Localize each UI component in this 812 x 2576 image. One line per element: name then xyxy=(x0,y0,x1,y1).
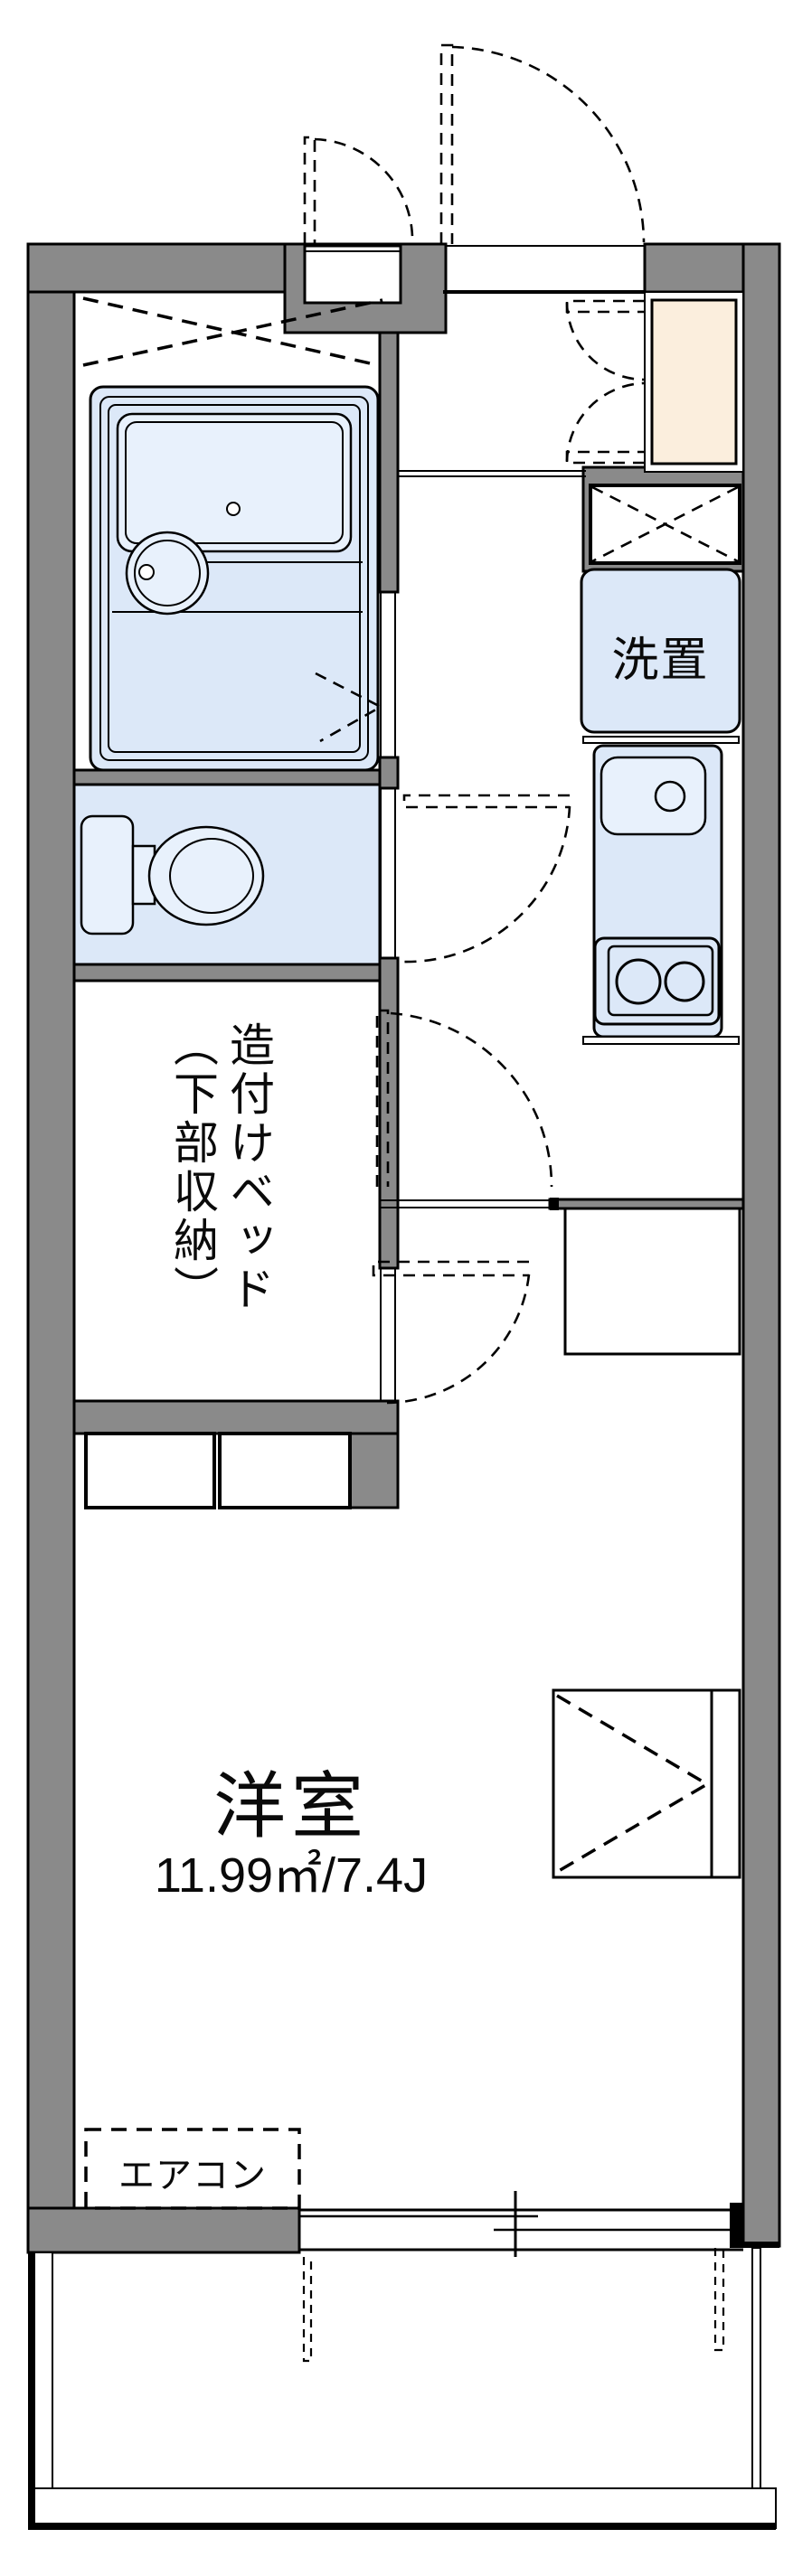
burner-left xyxy=(615,958,662,1005)
sliding-window xyxy=(298,2191,779,2257)
meter-box-door xyxy=(303,136,414,245)
bathroom xyxy=(82,296,396,772)
balcony-marker-left xyxy=(302,2257,313,2363)
shoe-cabinet xyxy=(565,291,744,473)
sink-drain xyxy=(654,780,686,813)
toilet-door xyxy=(400,794,571,964)
balcony-marker-right xyxy=(713,2248,725,2352)
overhead-cabinet xyxy=(82,296,383,367)
burner-right xyxy=(664,961,705,1002)
kitchen-unit xyxy=(582,736,740,1045)
refrigerator-space xyxy=(563,1207,741,1356)
toilet-bowl xyxy=(147,825,265,926)
bed-room-door xyxy=(372,1260,531,1405)
bathtub xyxy=(116,412,353,553)
stove xyxy=(593,936,721,1026)
built-in-bed-label: 造付けベッド （下部収納） xyxy=(154,1021,277,1419)
toilet-room xyxy=(72,783,396,966)
built-in-bed-label-line2: （下部収納） xyxy=(167,1021,218,1314)
entrance-storage xyxy=(589,484,741,565)
balcony xyxy=(28,2247,777,2530)
toilet-tank xyxy=(80,814,135,935)
wall-opening-box xyxy=(552,1688,741,1879)
washing-machine-space xyxy=(580,568,741,734)
main-room-name: 洋室 xyxy=(213,1766,369,1847)
hallway-room-door xyxy=(375,1009,553,1208)
air-conditioner-box xyxy=(84,2128,301,2210)
tub-drain xyxy=(226,502,241,516)
air-conditioner-label: エアコン xyxy=(118,2156,267,2195)
bath-folding-door xyxy=(315,672,383,743)
meter-box-recess xyxy=(303,244,402,305)
kitchen-sink xyxy=(600,756,707,836)
under-bed-storage-boxes xyxy=(84,1432,352,1509)
built-in-bed-label-line1: 造付けベッド xyxy=(223,1021,274,1314)
wash-basin xyxy=(125,531,210,616)
washing-machine-label: 洗置 xyxy=(611,635,710,687)
entrance-door xyxy=(439,43,646,294)
genkan-step xyxy=(398,470,586,477)
basin-drain xyxy=(138,564,155,580)
main-room-area: 11.99㎡/7.4J xyxy=(154,1848,429,1903)
